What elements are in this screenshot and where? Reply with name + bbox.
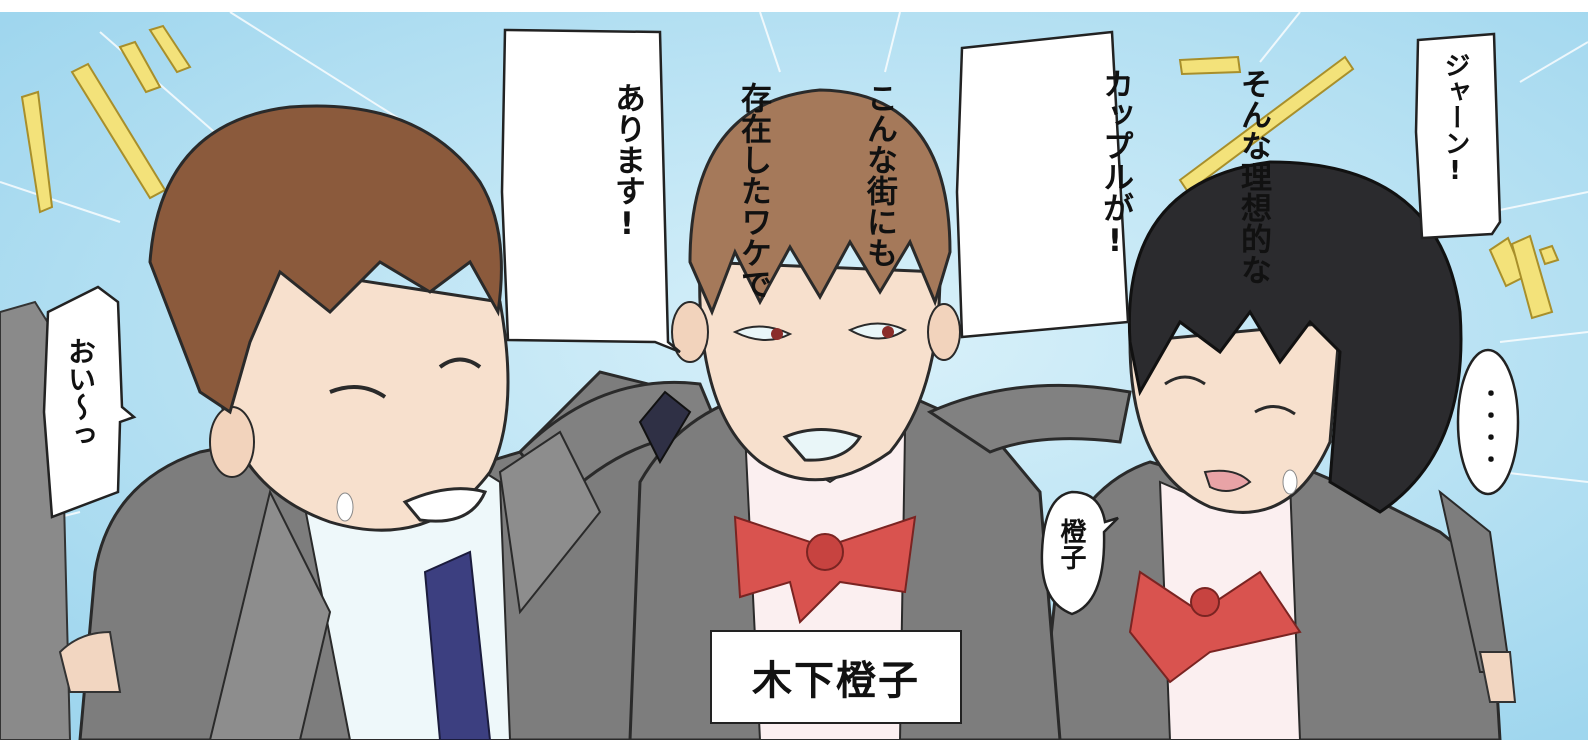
balloon-right-text: そんな理想的な カップルが!: [1000, 68, 1368, 328]
balloon-dots-text: ・・・・: [1476, 382, 1501, 470]
balloon-center-line-1: こんな街にも: [861, 82, 897, 268]
balloon-right-line-1: そんな理想的な: [1235, 68, 1271, 285]
sfx-bam-strokes: [20, 24, 192, 214]
balloon-small-text: 橙子: [1056, 518, 1086, 570]
balloon-left-text: おい〜っ: [64, 337, 97, 449]
balloon-jaan-shape: [1414, 32, 1502, 240]
balloon-small-shape: [1040, 490, 1119, 616]
balloon-dots-shape: [1456, 348, 1520, 496]
name-caption-text: 木下橙子: [752, 658, 920, 704]
sfx-zu-strokes: [1178, 55, 1560, 320]
balloon-left-shape: [42, 285, 137, 519]
balloon-center-text: こんな街にも 存在したワケで あります!: [522, 82, 984, 342]
boy-character: [58, 104, 723, 740]
girl-right-character: [1038, 160, 1517, 740]
manga-panel: バ ッ こんな街にも 存在したワケで あります! そんな理想的な カップルが! …: [0, 12, 1588, 740]
balloon-center-line-2: 存在したワケで: [735, 82, 771, 299]
balloon-jaan-text: ジャーン!: [1440, 52, 1470, 186]
balloon-center-shape: [500, 28, 681, 354]
speed-lines: [0, 12, 1588, 533]
balloon-right-shape: [955, 30, 1130, 339]
balloon-center-line-3: あります!: [609, 82, 645, 242]
balloon-right-line-2: カップルが!: [1097, 68, 1133, 259]
name-caption: 木下橙子: [710, 630, 962, 724]
panel-artwork: [0, 12, 1588, 740]
